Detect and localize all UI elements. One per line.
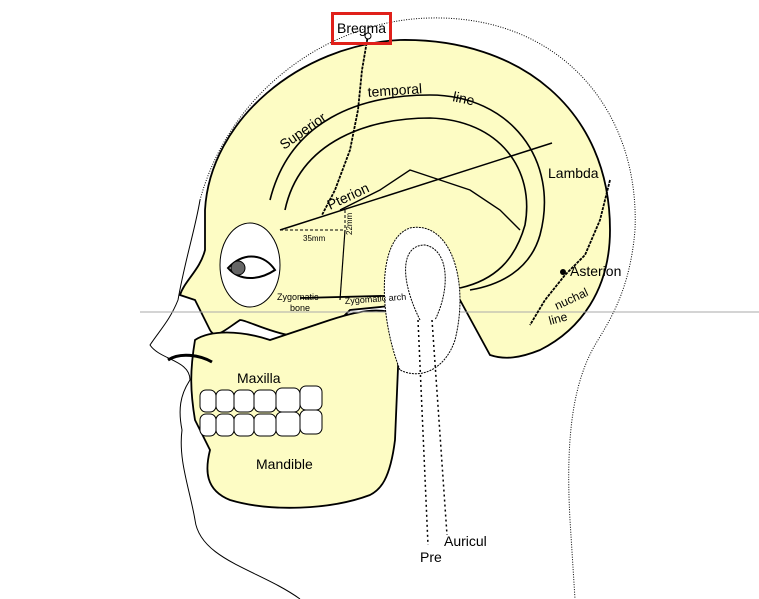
label-temporal: temporal	[367, 80, 422, 100]
label-lambda: Lambda	[548, 165, 599, 181]
label-35mm: 35mm	[303, 234, 326, 243]
label-zygomatic-arch: Zygomatic arch	[344, 292, 406, 306]
ear	[383, 226, 461, 375]
label-zygomatic-bone-2: bone	[290, 303, 310, 313]
label-nuchal-line: line	[547, 309, 569, 327]
label-zygomatic-bone: Zygomatic	[277, 292, 319, 302]
label-mandible: Mandible	[256, 456, 313, 472]
label-22mm: 22mm	[345, 212, 354, 235]
bregma-highlight-box	[331, 12, 392, 45]
label-maxilla: Maxilla	[237, 370, 281, 386]
label-asterion: Asterion	[570, 263, 621, 279]
teeth	[199, 385, 323, 437]
face-outline	[149, 199, 301, 599]
label-preauricular: Pre	[420, 549, 442, 565]
label-auricular: Auricul	[444, 533, 487, 549]
label-bregma: Bregma	[337, 20, 386, 36]
cranium	[178, 39, 611, 359]
head-outline	[199, 17, 636, 599]
label-line: line	[451, 88, 476, 108]
